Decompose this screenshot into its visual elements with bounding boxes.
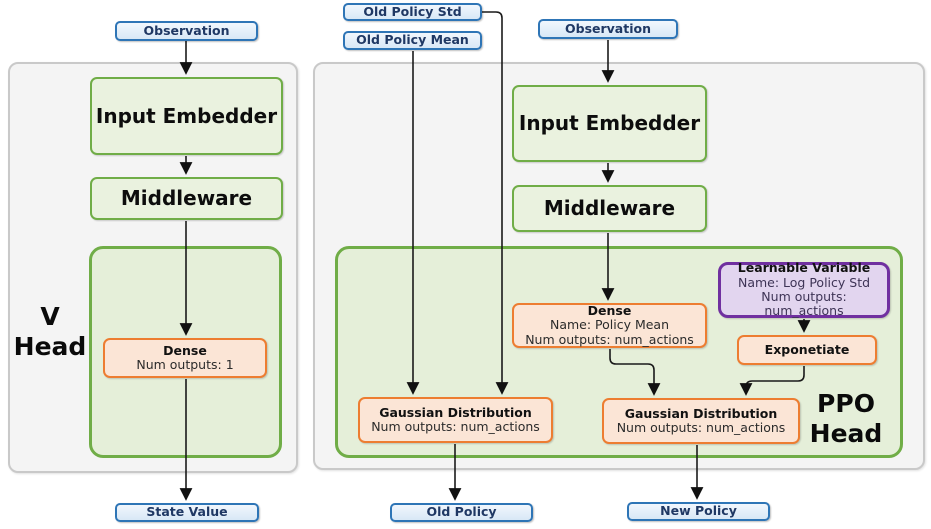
- dense-outputs-v: Num outputs: 1: [136, 357, 234, 372]
- old-policy-mean-label: Old Policy Mean: [356, 32, 469, 48]
- old-policy-std-label: Old Policy Std: [363, 3, 462, 19]
- input-embedder-node-ppo: Input Embedder: [512, 85, 707, 162]
- new-policy-node: New Policy: [627, 502, 770, 521]
- dense-policy-mean-node: Dense Name: Policy Mean Num outputs: num…: [512, 303, 707, 348]
- state-value-label: State Value: [146, 504, 228, 520]
- learnable-variable-node: Learnable Variable Name: Log Policy Std …: [718, 260, 890, 319]
- middleware-node-ppo: Middleware: [512, 185, 707, 232]
- new-policy-label: New Policy: [660, 503, 737, 519]
- old-policy-label: Old Policy: [426, 504, 497, 520]
- middleware-label-v: Middleware: [120, 186, 253, 210]
- gaussian-old-outputs: Num outputs: num_actions: [371, 419, 540, 434]
- middleware-node-v: Middleware: [90, 177, 283, 220]
- input-embedder-node-v: Input Embedder: [90, 77, 283, 155]
- state-value-node: State Value: [115, 503, 259, 522]
- exponetiate-node: Exponetiate: [737, 335, 877, 365]
- v-head-title-line2: Head: [13, 332, 87, 361]
- dense-title-v: Dense: [163, 342, 207, 358]
- learnable-variable-outputs: Num outputs: num_actions: [761, 289, 847, 319]
- exponetiate-label: Exponetiate: [764, 341, 850, 357]
- learnable-variable-title: Learnable Variable: [737, 260, 871, 276]
- gaussian-distribution-new-node: Gaussian Distribution Num outputs: num_a…: [602, 398, 800, 444]
- gaussian-old-title: Gaussian Distribution: [379, 404, 532, 420]
- old-policy-node: Old Policy: [390, 503, 533, 522]
- observation-node-ppo: Observation: [538, 19, 678, 39]
- ppo-head-title-line1: PPO: [817, 389, 875, 418]
- dense-policy-mean-title: Dense: [587, 302, 632, 318]
- dense-policy-mean-name: Name: Policy Mean: [549, 317, 670, 333]
- observation-node-v: Observation: [115, 21, 258, 41]
- middleware-label-ppo: Middleware: [543, 196, 676, 220]
- ppo-head-title: PPO Head: [806, 389, 886, 449]
- ppo-head-title-line2: Head: [809, 419, 883, 448]
- v-head-title-line1: V: [40, 302, 60, 331]
- gaussian-new-title: Gaussian Distribution: [624, 405, 778, 421]
- observation-label-ppo: Observation: [565, 20, 651, 36]
- gaussian-new-outputs: Num outputs: num_actions: [616, 420, 786, 435]
- learnable-variable-name: Name: Log Policy Std: [737, 274, 871, 290]
- dense-node-v: Dense Num outputs: 1: [103, 338, 267, 378]
- gaussian-distribution-old-node: Gaussian Distribution Num outputs: num_a…: [358, 397, 553, 443]
- input-embedder-label-v: Input Embedder: [95, 103, 278, 128]
- old-policy-mean-node: Old Policy Mean: [343, 31, 482, 50]
- observation-label-v: Observation: [143, 22, 230, 38]
- dense-policy-mean-outputs: Num outputs: num_actions: [525, 331, 694, 347]
- v-head-title: V Head: [11, 302, 89, 362]
- input-embedder-label-ppo: Input Embedder: [518, 111, 701, 135]
- old-policy-std-node: Old Policy Std: [343, 3, 482, 21]
